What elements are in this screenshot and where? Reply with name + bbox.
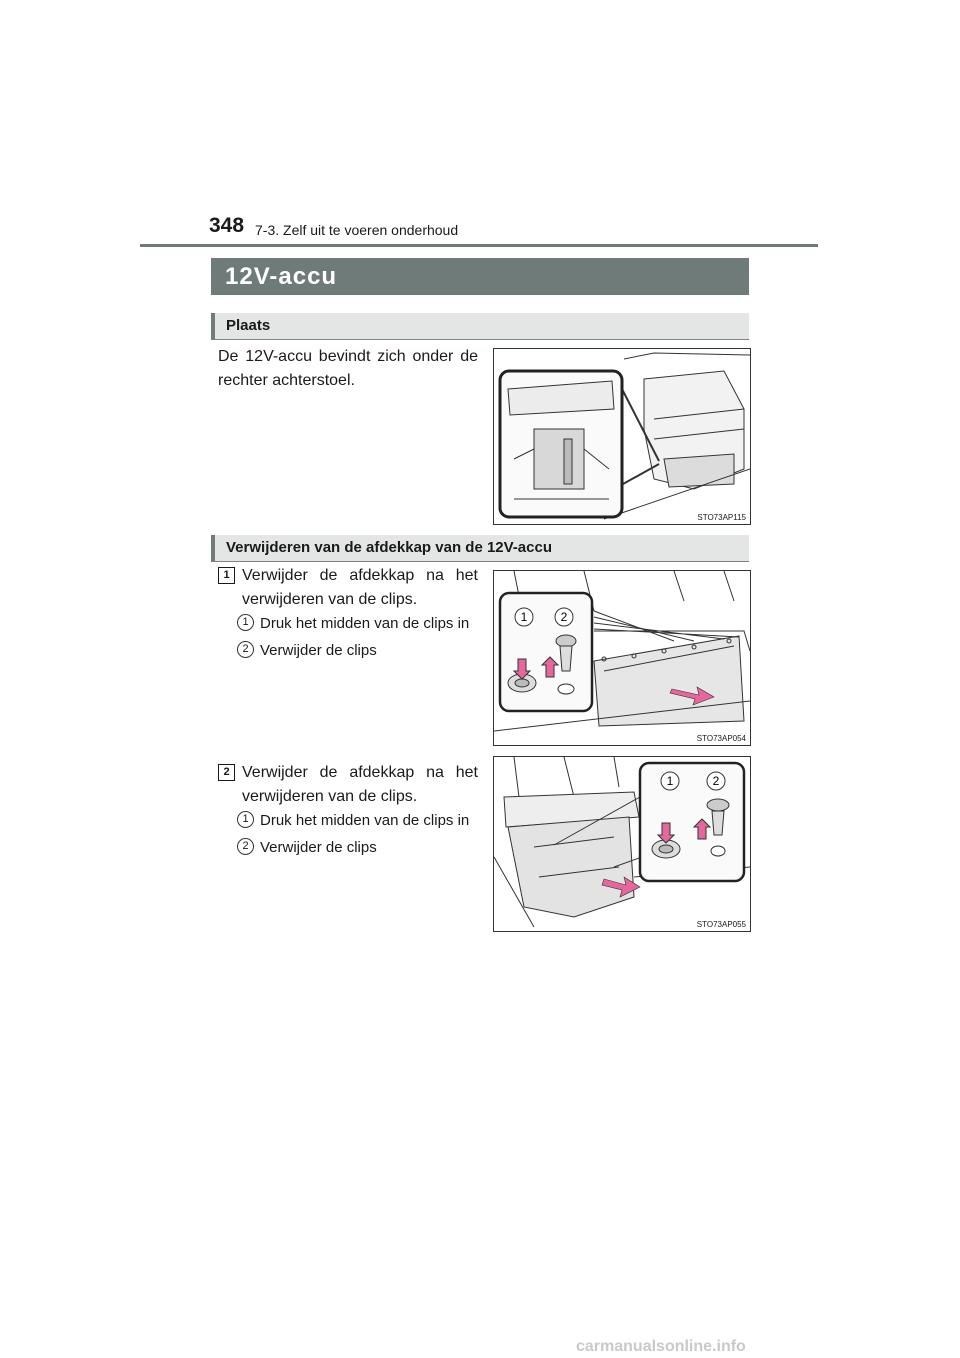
substep-2-1-text: Druk het midden van de clips in xyxy=(260,812,470,829)
figure-code-location: STO73AP115 xyxy=(697,513,746,522)
substep-2-2-marker: 2 xyxy=(237,838,254,855)
figure-step-1: 1 2 STO73AP054 xyxy=(493,570,751,746)
section-reference: 7-3. Zelf uit te voeren onderhoud xyxy=(255,222,459,238)
step-2-text: Verwijder de afdekkap na het verwijderen… xyxy=(242,764,478,805)
figure-2-label-2: 2 xyxy=(713,774,720,788)
figure-code-step-1: STO73AP054 xyxy=(696,734,746,743)
step-1-text: Verwijder de afdekkap na het verwijderen… xyxy=(242,567,478,608)
substep-1-2-marker: 2 xyxy=(237,641,254,658)
subheading-location-label: Plaats xyxy=(226,317,271,334)
page-number: 348 xyxy=(209,214,245,237)
figure-step-2: 1 2 STO73AP055 xyxy=(493,756,751,932)
watermark: carmanualsonline.info xyxy=(576,1338,746,1355)
substep-1-2-text: Verwijder de clips xyxy=(260,642,377,659)
substep-2-2-text: Verwijder de clips xyxy=(260,839,377,856)
page-title: 12V-accu xyxy=(225,263,338,290)
location-text: De 12V-accu bevindt zich onder de rechte… xyxy=(218,348,478,389)
figure-2-label-1: 1 xyxy=(667,774,674,788)
header-divider xyxy=(140,244,818,247)
substep-2-1-marker: 1 xyxy=(237,811,254,828)
subheading-location: Plaats xyxy=(211,313,749,340)
substep-1-1-marker: 1 xyxy=(237,614,254,631)
step-number-1: 1 xyxy=(218,567,235,584)
subheading-removal: Verwijderen van de afdekkap van de 12V-a… xyxy=(211,535,749,562)
step-number-2: 2 xyxy=(218,764,235,781)
substep-1-1-text: Druk het midden van de clips in xyxy=(260,615,470,632)
figure-1-label-1: 1 xyxy=(521,610,528,624)
title-bar xyxy=(211,258,749,295)
subheading-removal-label: Verwijderen van de afdekkap van de 12V-a… xyxy=(226,539,552,556)
figure-1-label-2: 2 xyxy=(561,610,568,624)
figure-code-step-2: STO73AP055 xyxy=(696,920,746,929)
figure-battery-location: STO73AP115 xyxy=(493,348,751,525)
